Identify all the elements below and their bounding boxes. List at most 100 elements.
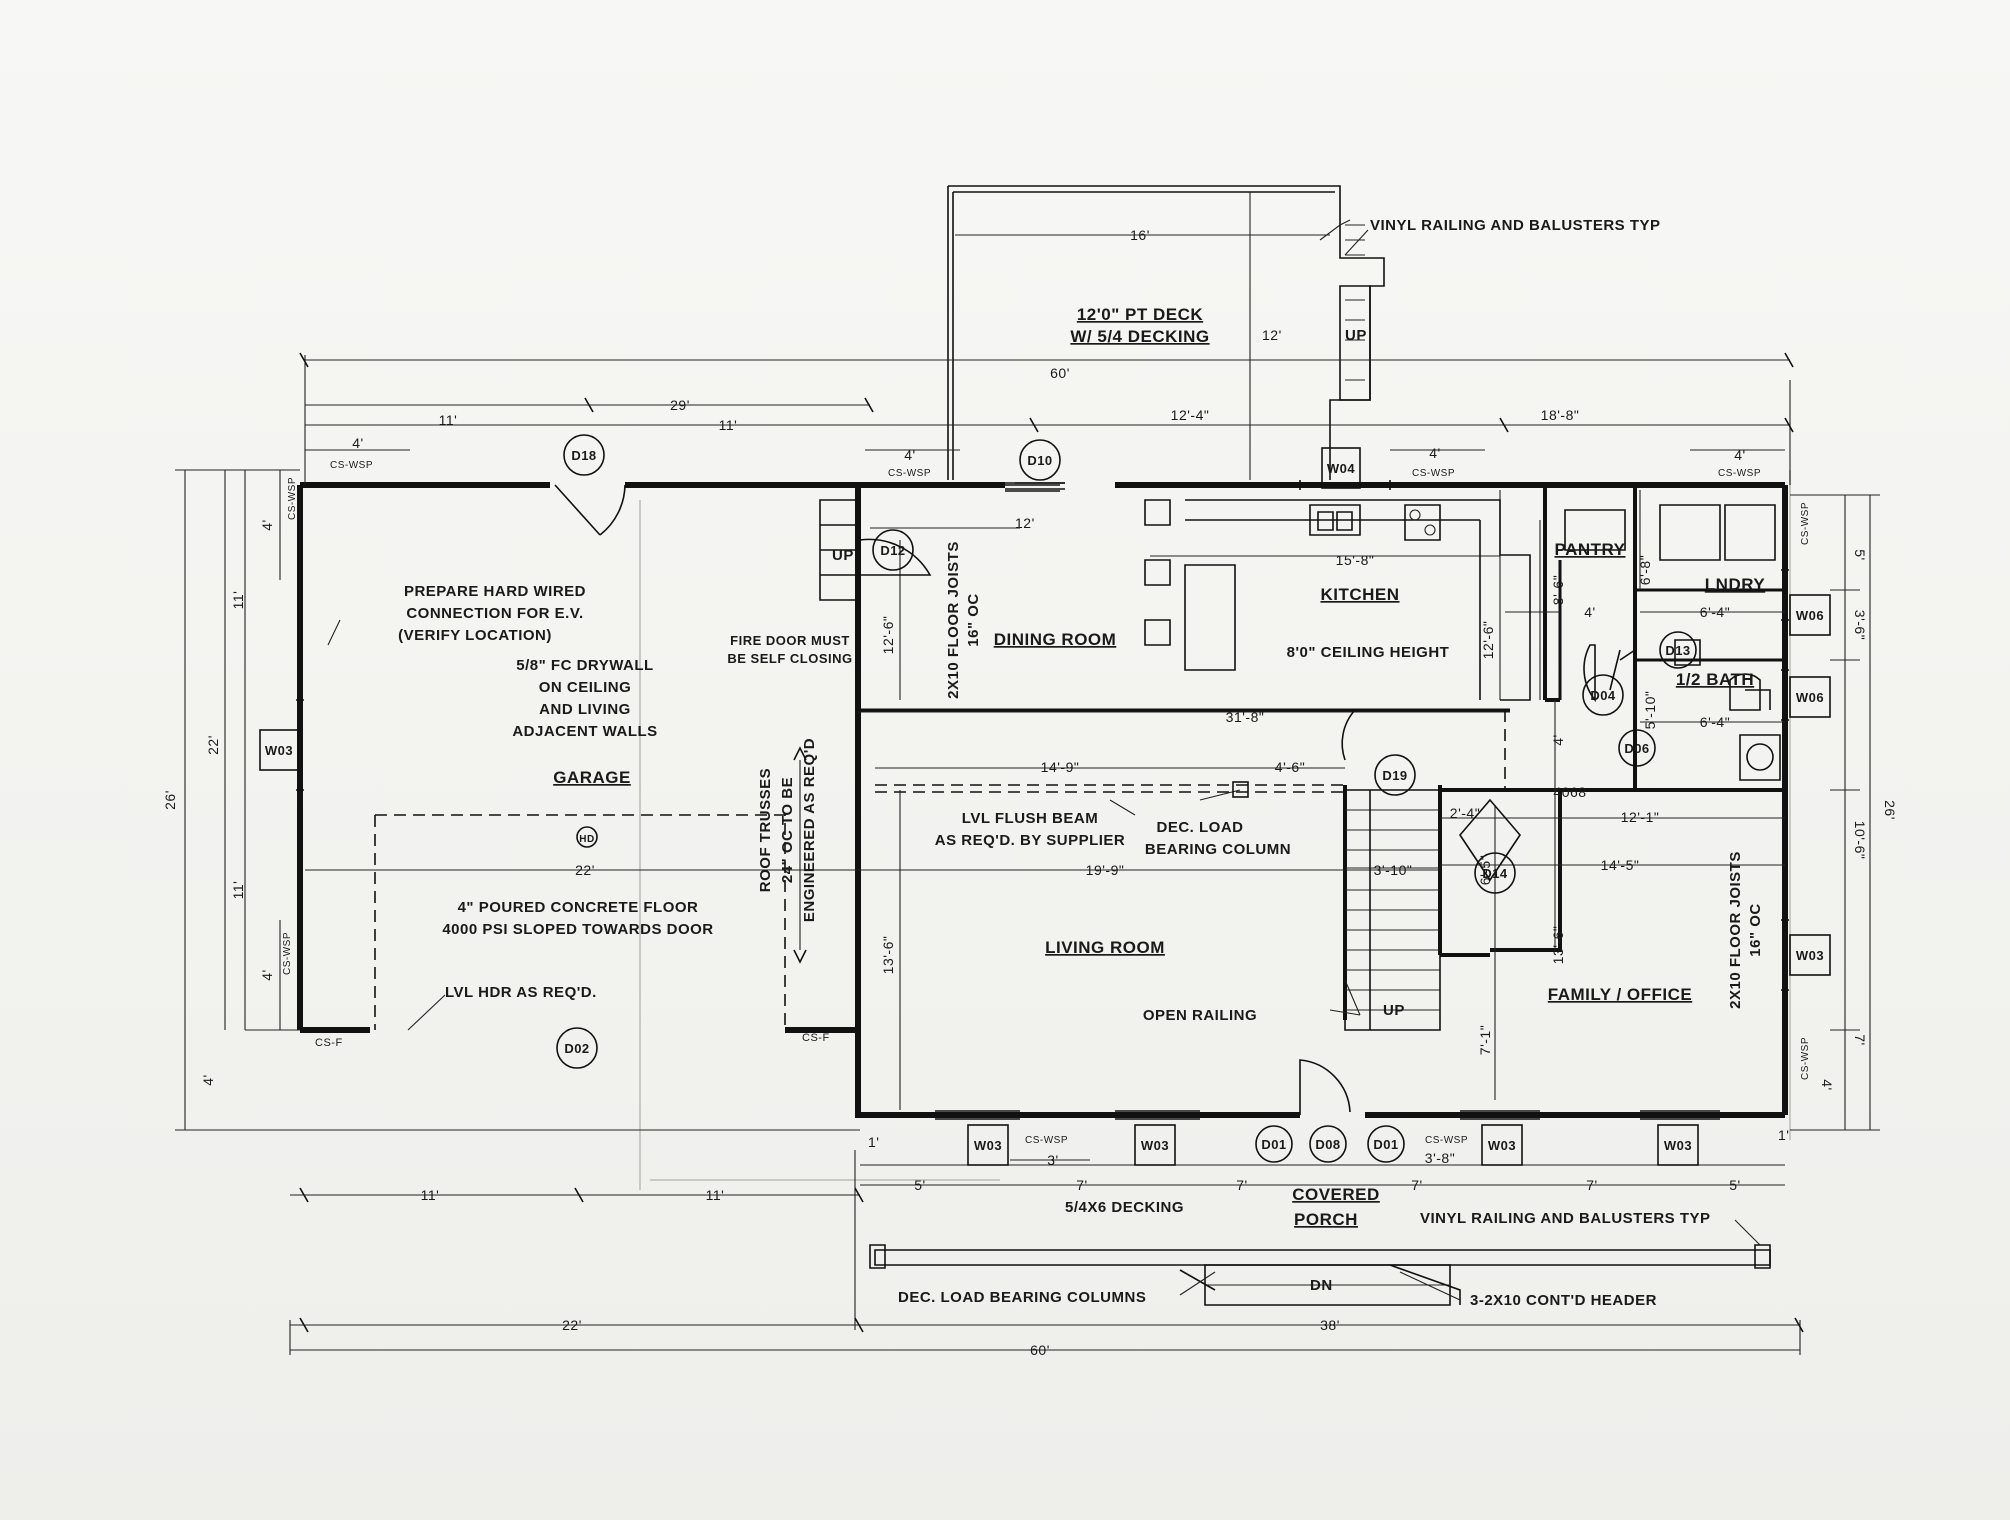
porch — [869, 1244, 1771, 1306]
dim-7-1: 7'-1" — [1477, 1025, 1493, 1055]
joists-left-line1: 2X10 FLOOR JOISTS — [945, 541, 962, 699]
dim-bottom-7-porch: 7' — [1411, 1177, 1422, 1193]
dim-6-4-laundry: 6'-4" — [1700, 604, 1730, 620]
dim-bottom-22: 22' — [562, 1317, 582, 1333]
door-4068-label: 4068 — [1553, 784, 1586, 800]
door-tag-d01-right: D01 — [1373, 1137, 1398, 1152]
drywall-note-line3: AND LIVING — [539, 701, 631, 718]
dim-top-29: 29' — [670, 397, 690, 413]
door-tag-d19: D19 — [1382, 768, 1407, 783]
dim-right-10-6: 10'-6" — [1852, 821, 1868, 860]
lvl-beam-note-line1: LVL FLUSH BEAM — [962, 810, 1098, 827]
door-tag-d06: D06 — [1624, 741, 1649, 756]
door-tag-d04: D04 — [1590, 688, 1616, 703]
dim-2-4: 2'-4" — [1450, 805, 1480, 821]
ev-note-line2: CONNECTION FOR E.V. — [406, 605, 583, 622]
dim-right-26: 26' — [1882, 800, 1898, 820]
cs-wsp-top-kitchen: CS-WSP — [1412, 468, 1455, 479]
door-tag-d14: D14 — [1482, 866, 1508, 881]
laundry-title: LNDRY — [1705, 575, 1766, 594]
dim-bottom-1a: 1' — [868, 1134, 879, 1150]
deck-outline — [947, 185, 1385, 480]
window-tag-w03-front1: W03 — [974, 1138, 1002, 1153]
window-tag-w03-front2: W03 — [1141, 1138, 1169, 1153]
deck-dim-width: 16' — [1130, 227, 1150, 243]
dim-8-6-pantry: 8'-6" — [1550, 575, 1566, 605]
fire-door-note-line1: FIRE DOOR MUST — [730, 633, 850, 648]
door-tag-d08: D08 — [1315, 1137, 1340, 1152]
ev-note-line1: PREPARE HARD WIRED — [404, 583, 586, 600]
dim-top-4a: 4' — [352, 435, 363, 451]
garage-slab-outline — [374, 814, 786, 1030]
deck-dim-depth: 12' — [1262, 327, 1282, 343]
porch-title-line1: COVERED — [1292, 1185, 1380, 1204]
vinyl-railing-bottom-note: VINYL RAILING AND BALUSTERS TYP — [1420, 1210, 1711, 1227]
dim-left-11b: 11' — [230, 881, 246, 900]
concrete-note-line1: 4" POURED CONCRETE FLOOR — [458, 899, 699, 916]
dim-bottom-7c: 7' — [1586, 1177, 1597, 1193]
dim-bottom-1b: 1' — [1778, 1127, 1789, 1143]
dim-left-22: 22' — [205, 735, 221, 755]
drywall-note-line2: ON CEILING — [539, 679, 632, 696]
kitchen-fixtures — [1144, 499, 1781, 781]
window-tag-w06-bath: W06 — [1796, 690, 1824, 705]
porch-dn-label: DN — [1310, 1277, 1333, 1294]
dim-4-vertical: 4' — [1550, 734, 1566, 745]
joists-left-line2: 16" OC — [965, 593, 982, 646]
dim-13-6-family: 13'-6" — [1550, 926, 1566, 965]
porch-columns-note: DEC. LOAD BEARING COLUMNS — [898, 1289, 1146, 1306]
cs-wsp-left-lower: CS-WSP — [282, 932, 293, 975]
dim-bottom-5a: 5' — [914, 1177, 925, 1193]
window-tag-w04: W04 — [1327, 461, 1356, 476]
dim-bottom-60: 60' — [1030, 1342, 1050, 1358]
dim-6-5-stair: 6'-5" — [1477, 855, 1493, 885]
lvl-beam-note-line2: AS REQ'D. BY SUPPLIER — [935, 832, 1126, 849]
deck-title: 12'0" PT DECK — [1077, 305, 1204, 324]
fire-door-note-line2: BE SELF CLOSING — [727, 651, 852, 666]
dim-12-6-kitchen: 12'-6" — [1480, 621, 1496, 660]
tag-symbols — [259, 434, 1831, 1166]
door-tag-d12: D12 — [880, 543, 905, 558]
concrete-note-line2: 4000 PSI SLOPED TOWARDS DOOR — [442, 921, 713, 938]
open-railing-note: OPEN RAILING — [1143, 1007, 1257, 1024]
stair-up-label: UP — [1383, 1002, 1405, 1019]
dim-top-4b: 4' — [904, 447, 915, 463]
drywall-note-line1: 5/8" FC DRYWALL — [516, 657, 653, 674]
dim-garage-22: 22' — [575, 862, 595, 878]
dim-left-4c: 4' — [200, 1074, 216, 1085]
door-tag-d01-left: D01 — [1261, 1137, 1286, 1152]
exterior-walls — [297, 482, 1788, 1118]
trusses-note-line3: ENGINEERED AS REQ'D — [801, 738, 818, 922]
door-swings — [554, 482, 1636, 1115]
dim-top-4d: 4' — [1734, 447, 1745, 463]
ev-note-line3: (VERIFY LOCATION) — [398, 627, 552, 644]
dim-left-11a: 11' — [230, 591, 246, 610]
dim-top-11b: 11' — [719, 417, 738, 433]
joists-right-line1: 2X10 FLOOR JOISTS — [1727, 851, 1744, 1009]
living-room-title: LIVING ROOM — [1045, 938, 1165, 957]
dim-left-26: 26' — [162, 790, 178, 810]
drywall-note-line4: ADJACENT WALLS — [512, 723, 657, 740]
window-tag-w03-front3: W03 — [1488, 1138, 1516, 1153]
dim-3-10-stair: 3'-10" — [1374, 862, 1413, 878]
dim-left-4a: 4' — [259, 519, 275, 530]
dim-right-5: 5' — [1852, 549, 1868, 560]
column-note-line2: BEARING COLUMN — [1145, 841, 1291, 858]
dimension-lines — [175, 192, 1880, 1355]
dim-right-3-6: 3'-6" — [1852, 610, 1868, 640]
dim-bottom-38: 38' — [1320, 1317, 1340, 1333]
trusses-note-line1: ROOF TRUSSES — [757, 768, 774, 892]
hose-bib-tag-hd: HD — [579, 834, 594, 845]
csf-garage-right: CS-F — [802, 1032, 830, 1044]
dim-top-18-8: 18'-8" — [1541, 407, 1580, 423]
interior-walls — [858, 485, 1785, 1020]
vinyl-railing-top-note: VINYL RAILING AND BALUSTERS TYP — [1370, 217, 1661, 234]
dim-bottom-3-8: 3'-8" — [1425, 1150, 1455, 1166]
dim-4-6: 4'-6" — [1275, 759, 1305, 775]
cs-wsp-bottom-right: CS-WSP — [1425, 1135, 1468, 1146]
dim-bottom-11a: 11' — [421, 1187, 440, 1203]
cs-wsp-top-right: CS-WSP — [1718, 468, 1761, 479]
dim-bottom-3: 3' — [1047, 1152, 1058, 1168]
